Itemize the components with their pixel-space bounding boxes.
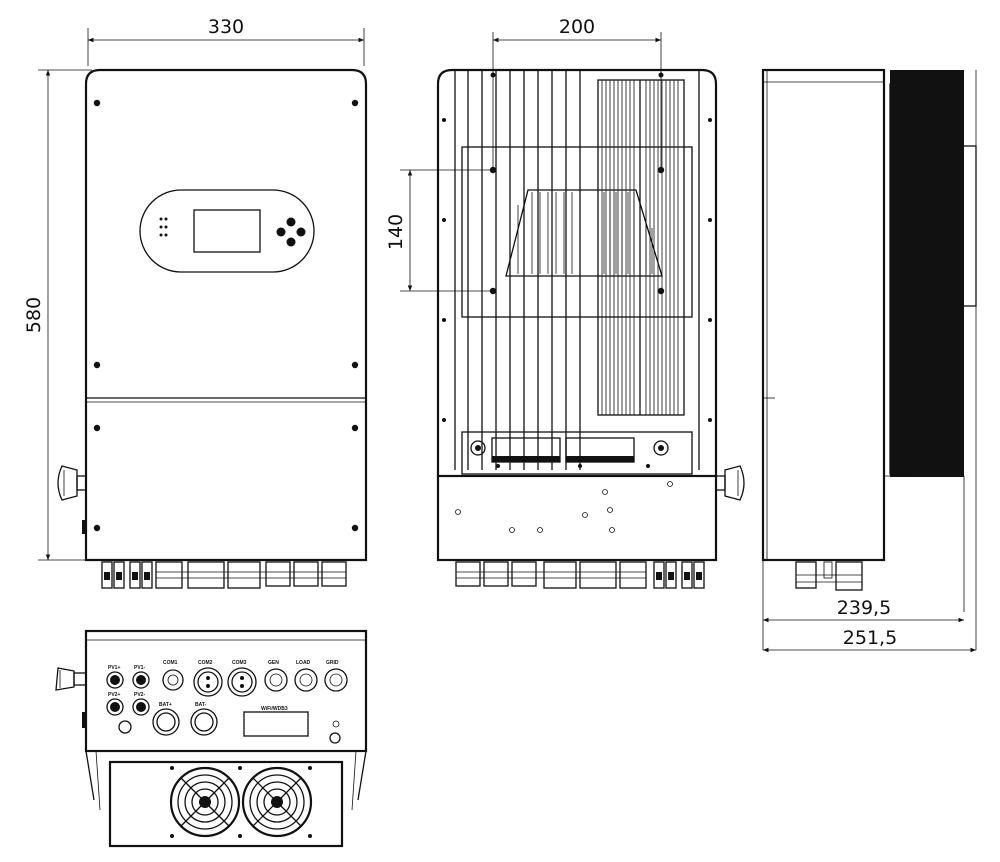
dimension-label-depth-body: 239,5 [837,597,891,619]
label-com2: COM2 [198,660,213,666]
button-down-icon [286,237,296,247]
dimension-hole-spacing-vertical: 140 [385,169,490,292]
front-housing [84,68,368,562]
label-grid: GRID [326,660,339,666]
label-pv2-plus: PV2+ [108,692,120,698]
dimension-label-hole-v: 140 [385,214,407,250]
label-gen: GEN [268,660,279,666]
button-right-icon [296,227,306,237]
wall-mount-bracket [461,72,693,318]
pv-connectors: PV1+ PV1- PV2+ PV2- [106,665,150,734]
back-bottom-connectors [455,561,705,589]
display-panel [139,189,315,273]
dimension-front-height: 580 [23,69,92,561]
button-left-icon [276,227,286,237]
fan-left-icon [169,766,241,838]
bottom-dc-switch [55,667,87,728]
dimension-front-width: 330 [87,16,365,66]
battery-terminals: BAT+ BAT- [152,702,218,736]
side-bottom-connectors [795,561,863,591]
label-pv2-minus: PV2- [134,692,145,698]
label-bat-minus: BAT- [195,702,207,708]
fan-housing [85,750,367,848]
label-pv1-plus: PV1+ [108,665,120,671]
dimension-label-height: 580 [23,297,45,333]
label-pv1-minus: PV1- [134,665,145,671]
lcd-screen [193,209,261,253]
back-view: 200 140 [385,16,745,589]
dc-switch-knob-back [715,465,745,501]
label-com3: COM3 [232,660,247,666]
front-view: 330 580 [23,16,368,589]
label-wifi: WiFi/WDB3 [261,706,288,712]
dimension-side-depth-total: 251,5 [763,627,976,653]
heatsink-fins-right [597,79,685,416]
wifi-port: WiFi/WDB3 [243,706,341,744]
heatsink-fins-left [467,70,581,470]
fan-right-icon [241,766,313,838]
back-housing [436,68,718,476]
dc-switch-knob [57,465,87,534]
button-up-icon [286,217,296,227]
back-bottom-box [436,474,718,562]
label-load: LOAD [296,660,311,666]
bottom-panel [84,629,368,753]
dimension-label-width: 330 [208,16,244,38]
side-housing-front [761,68,886,562]
dimension-side-depth-body: 239,5 [763,597,964,623]
front-bottom-connectors [101,561,347,589]
label-com1: COM1 [163,660,178,666]
bottom-view: PV1+ PV1- PV2+ PV2- COM1 COM2 COM3 GEN L… [55,629,368,848]
label-bat-plus: BAT+ [159,702,172,708]
back-terminal-area [461,431,693,475]
side-heatsink [890,70,964,477]
cable-glands: COM1 COM2 COM3 GEN LOAD GRID [162,660,348,697]
dimension-label-hole-h: 200 [559,16,595,38]
side-view: 239,5 251,5 [761,68,977,653]
dimension-label-depth-total: 251,5 [843,627,897,649]
